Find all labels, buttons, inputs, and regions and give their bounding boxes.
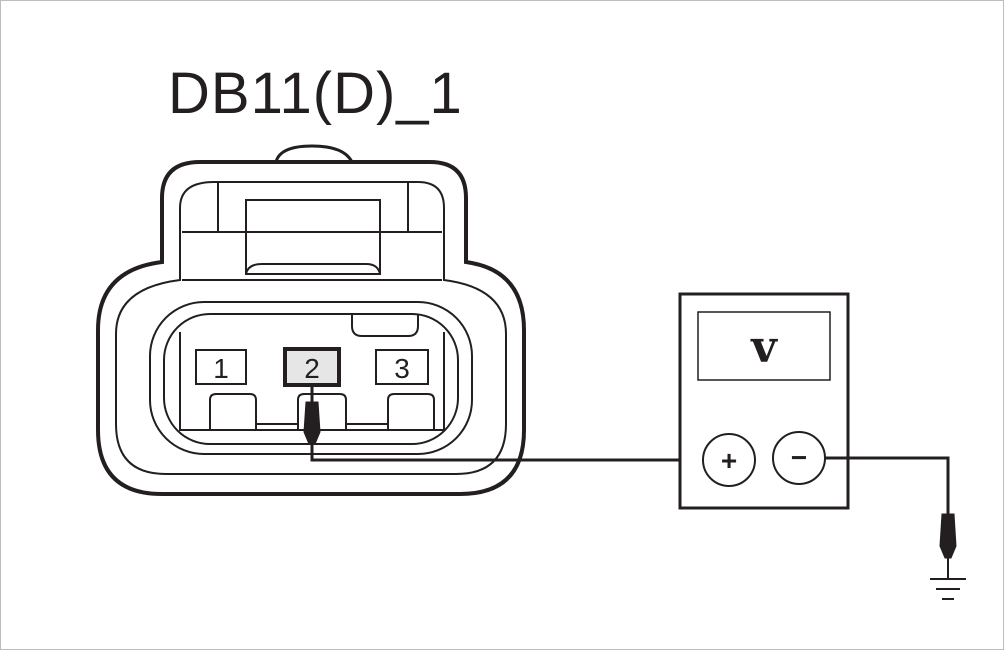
pin-1-label: 1 xyxy=(213,353,229,384)
positive-terminal-label: + xyxy=(721,445,737,476)
negative-lead-wire xyxy=(825,456,950,514)
pin-2-label: 2 xyxy=(304,353,320,384)
pin-3: 3 xyxy=(375,349,429,385)
pin-2: 2 xyxy=(283,347,341,387)
positive-lead-wire xyxy=(310,444,706,462)
ground-symbol-icon xyxy=(930,578,966,600)
positive-terminal xyxy=(702,433,756,487)
negative-probe xyxy=(939,513,957,578)
voltmeter-display-text: v xyxy=(750,322,778,373)
voltmeter: v + − xyxy=(678,292,850,510)
voltmeter-display xyxy=(697,311,831,381)
connector-title: DB11(D)_1 xyxy=(168,61,463,126)
positive-probe xyxy=(303,386,321,445)
pin-1: 1 xyxy=(195,349,247,385)
negative-terminal-label: − xyxy=(791,442,807,473)
connector-body xyxy=(96,144,526,496)
pin-3-label: 3 xyxy=(394,353,410,384)
